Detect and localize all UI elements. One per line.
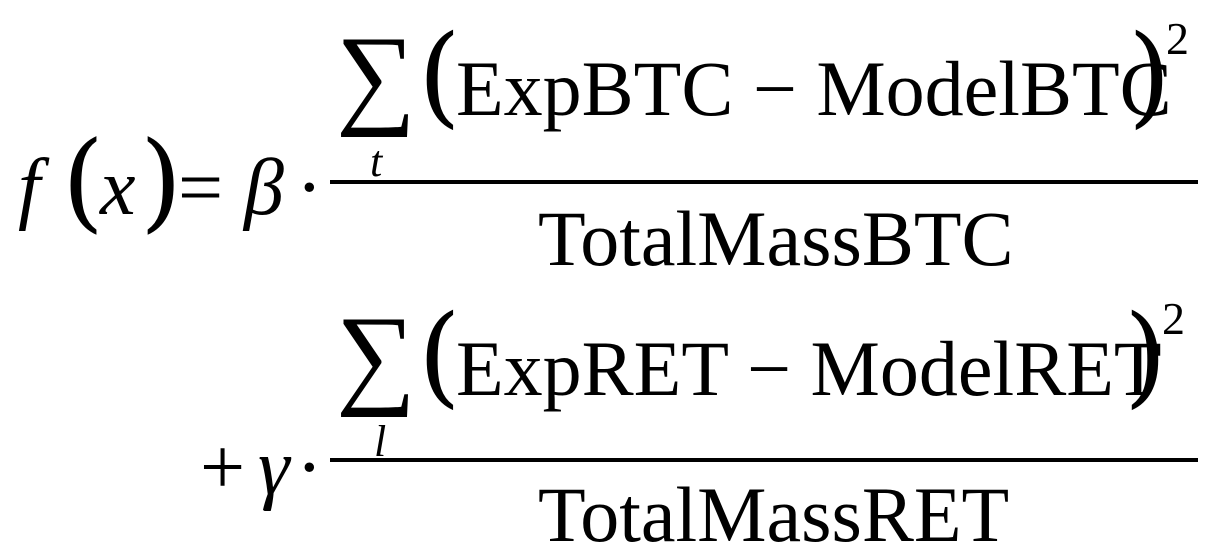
lhs-open-paren: ( (62, 119, 105, 244)
numerator2-exponent: 2 (1162, 293, 1185, 344)
numerator1-close-paren: ) (1128, 11, 1171, 139)
beta-coefficient: β (244, 144, 284, 232)
summation-index-t: t (370, 137, 383, 186)
plus-sign: + (200, 424, 246, 512)
function-symbol: f (18, 144, 41, 232)
fraction-bar-2 (330, 458, 1198, 462)
lhs-close-paren: ) (140, 119, 183, 244)
numerator2-text: ExpRET − ModelRET (456, 325, 1162, 412)
summation-symbol-1: ∑ (336, 14, 416, 138)
denominator2-text: TotalMassRET (538, 471, 1010, 558)
denominator1-text: TotalMassBTC (538, 195, 1014, 282)
fraction-bar-1 (330, 180, 1198, 184)
equals-sign: = (178, 144, 224, 232)
summation-index-l: l (374, 417, 387, 466)
multiply-dot-1: · (296, 144, 323, 232)
summation-symbol-2: ∑ (336, 294, 416, 418)
numerator2-open-paren: ( (418, 291, 461, 419)
multiply-dot-2: · (296, 424, 323, 512)
numerator2-close-paren: ) (1124, 291, 1167, 419)
gamma-coefficient: γ (258, 424, 290, 512)
numerator1-text: ExpBTC − ModelBTC (456, 45, 1172, 132)
numerator1-open-paren: ( (418, 11, 461, 139)
variable-x: x (100, 144, 136, 232)
numerator1-exponent: 2 (1166, 13, 1189, 64)
